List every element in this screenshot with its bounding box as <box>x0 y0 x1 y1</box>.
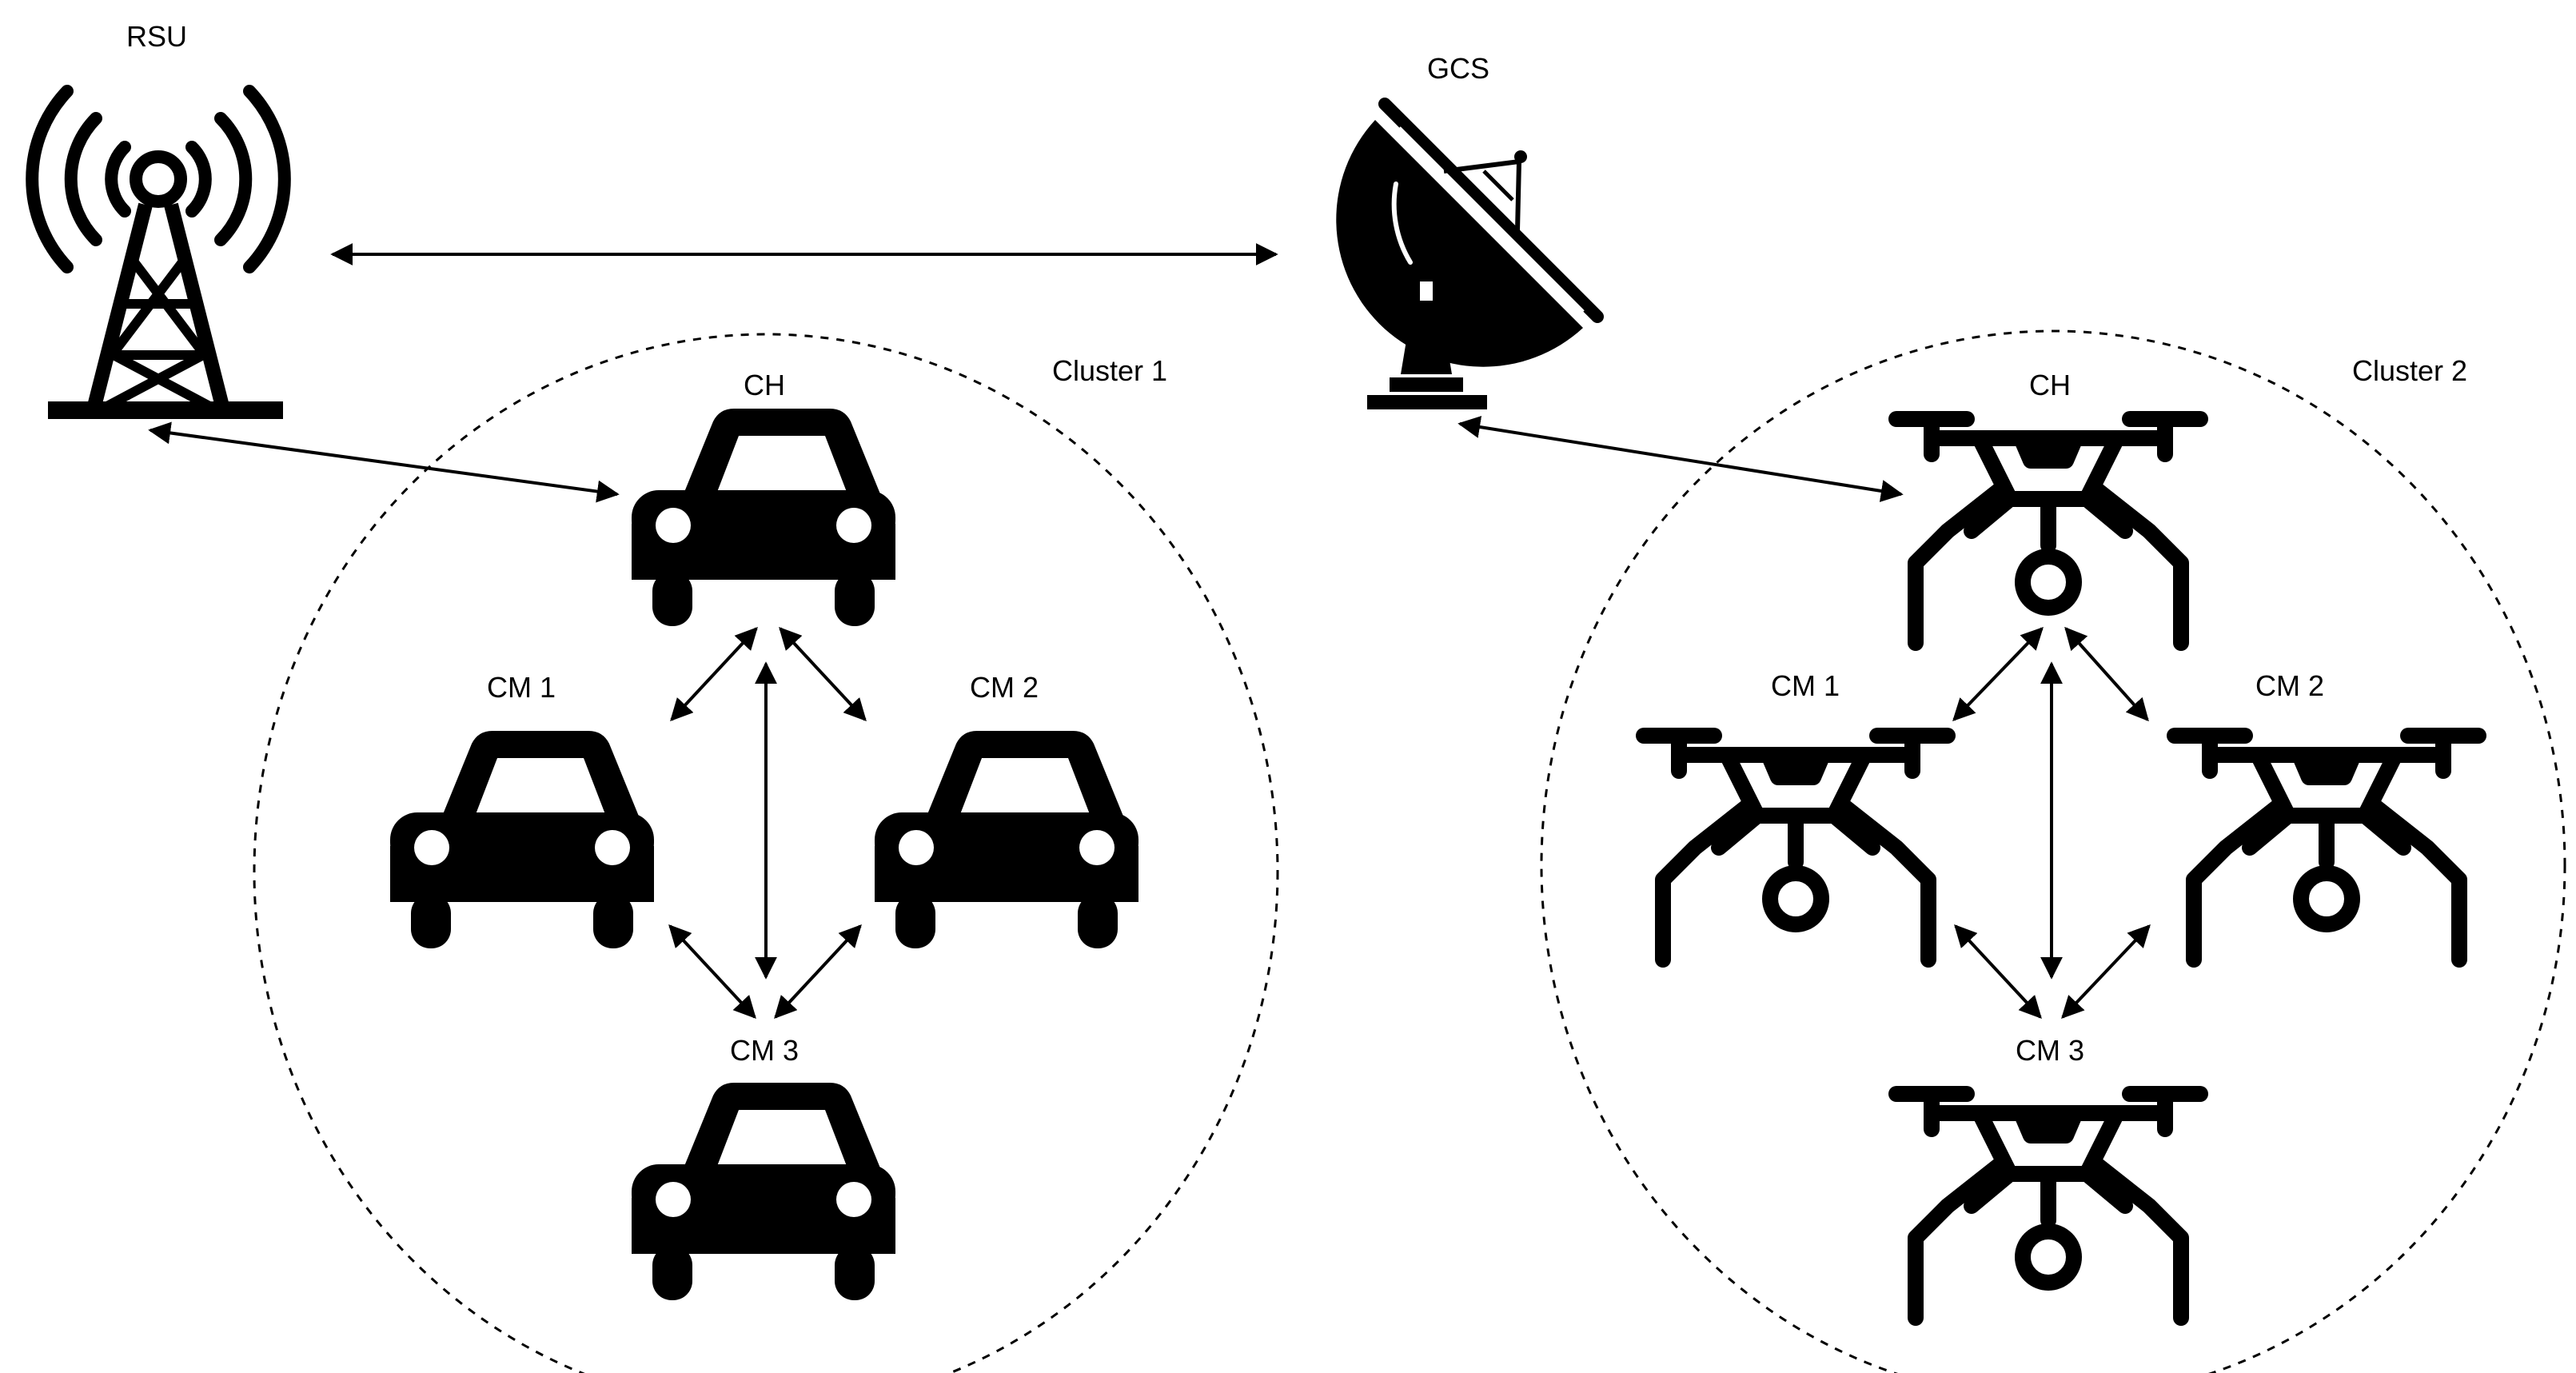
cluster-1-ch-car-icon <box>632 409 895 626</box>
gcs-cluster-2-ch-link <box>1457 416 1904 502</box>
cluster-1-cm3-car-icon <box>632 1083 895 1300</box>
satellite-dish-icon <box>1336 98 1604 409</box>
cluster-1-cm1-car-icon <box>390 731 654 948</box>
cluster-1-ch-cm1-link <box>670 626 758 722</box>
cluster-2-cm3-drone-icon <box>1896 1094 2200 1318</box>
cluster-2-label: Cluster 2 <box>2352 354 2467 387</box>
cluster-2-cm1-cm3-link <box>1954 924 2042 1020</box>
cluster-2-ch-drone-icon <box>1896 419 2200 643</box>
rsu-tower-icon <box>26 85 291 419</box>
cluster-2-cm2-label: CM 2 <box>2255 669 2324 702</box>
cluster-2-cm2-cm3-link <box>2061 924 2151 1020</box>
cluster-2-ch-label: CH <box>2029 369 2071 401</box>
cluster-2-cm2-drone-icon <box>2175 736 2478 960</box>
cluster-1-cm1-label: CM 1 <box>487 671 556 704</box>
cluster-1-cm3-label: CM 3 <box>730 1034 799 1067</box>
cluster-1-label: Cluster 1 <box>1052 354 1167 387</box>
cluster-1-ch-label: CH <box>744 369 785 401</box>
cluster-1-cm1-cm3-link <box>668 924 756 1020</box>
rsu-label: RSU <box>126 20 187 53</box>
gcs-label: GCS <box>1427 52 1489 85</box>
cluster-2-cm1-drone-icon <box>1644 736 1948 960</box>
cluster-2-boundary <box>1540 329 2566 1373</box>
cluster-2-ch-cm2-link <box>2064 626 2149 722</box>
cluster-2-cm1-label: CM 1 <box>1771 669 1840 702</box>
cluster-2-cm3-label: CM 3 <box>2016 1034 2084 1067</box>
cluster-1-cm2-label: CM 2 <box>970 671 1039 704</box>
cluster-1-cm2-car-icon <box>875 731 1138 948</box>
cluster-1-ch-cm2-link <box>779 626 867 722</box>
cluster-2-ch-cm1-link <box>1952 626 2044 722</box>
cluster-1-boundary <box>253 333 1279 1373</box>
cluster-1-cm2-cm3-link <box>774 924 862 1020</box>
rsu-cluster-1-ch-link <box>148 421 620 503</box>
